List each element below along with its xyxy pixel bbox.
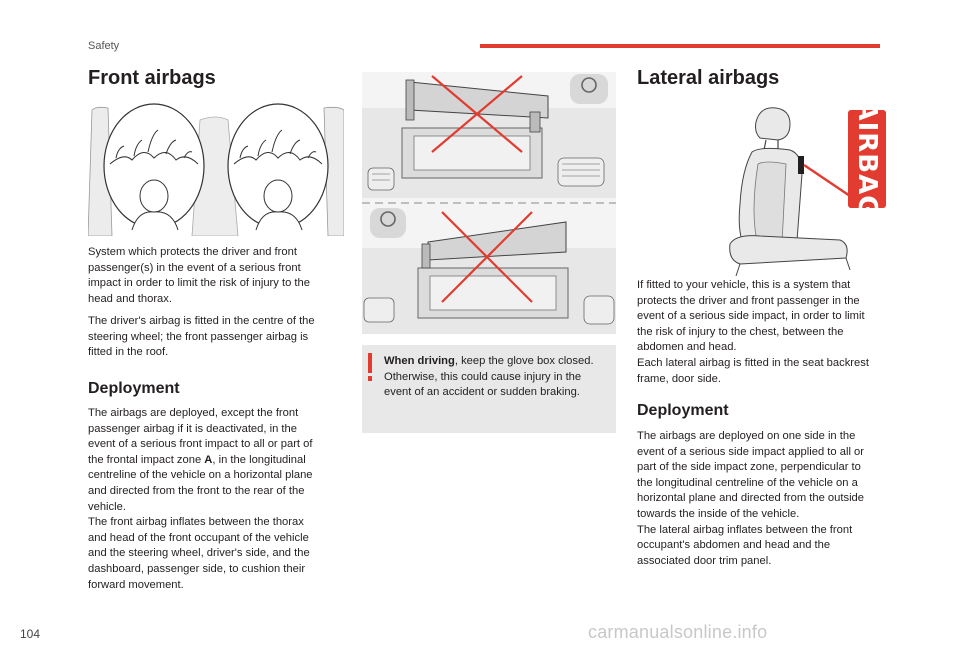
warning-text: When driving, keep the glove box closed.… — [384, 354, 612, 401]
section-label: Safety — [88, 40, 120, 52]
lateral-deployment-text: The airbags are deployed on one side in … — [637, 430, 865, 567]
watermark: carmanualsonline.info — [588, 622, 768, 642]
page-number: 104 — [20, 627, 41, 641]
lateral-deployment-title: Deployment — [637, 402, 729, 419]
warning-rest: , keep the glove box closed. Otherwise, … — [384, 355, 594, 399]
airbag-location-description: The driver's airbag is fitted in the cen… — [88, 315, 315, 359]
warning-lead: When driving — [384, 355, 455, 367]
front-deployment-text: The airbags are deployed, except the fro… — [88, 406, 353, 593]
front-airbags-illustration — [88, 100, 344, 236]
exclamation-icon — [368, 353, 372, 381]
front-airbags-title: Front airbags — [88, 67, 216, 89]
header-accent-bar — [480, 44, 880, 48]
warning-box — [362, 345, 616, 433]
front-deployment-text-rest: , in the longitudinal centreline of the … — [88, 453, 313, 591]
lateral-airbags-title: Lateral airbags — [637, 67, 780, 89]
airbag-tag-label: AIRBAG — [852, 110, 882, 208]
impact-zone-letter: A — [204, 453, 213, 466]
front-deployment-text-lead: The airbags are deployed, except the fro… — [88, 407, 313, 466]
lateral-airbag-seat-illustration — [729, 107, 886, 276]
airbag-tag: AIRBAG — [848, 110, 886, 208]
front-deployment-title: Deployment — [88, 380, 180, 397]
glove-box-illustration — [362, 72, 616, 334]
lateral-airbags-description: If fitted to your vehicle, this is a sys… — [637, 279, 869, 385]
front-airbags-description: System which protects the driver and fro… — [88, 246, 310, 305]
